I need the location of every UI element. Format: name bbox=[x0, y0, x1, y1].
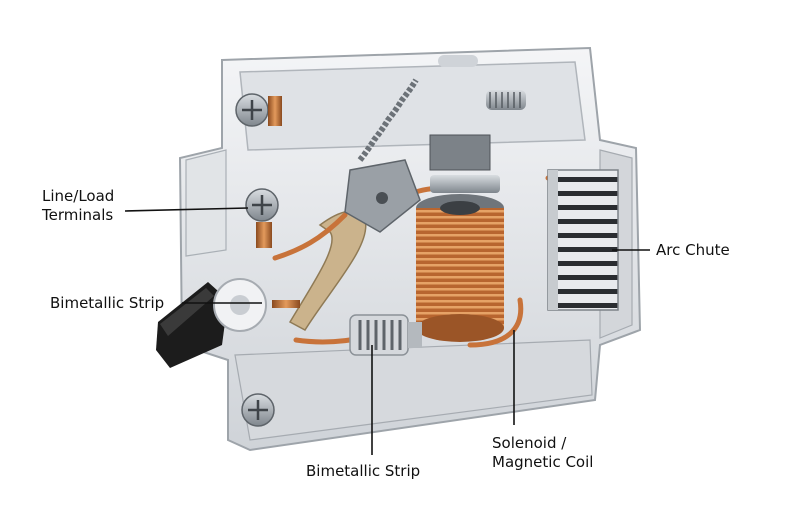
latch-mechanism bbox=[344, 134, 500, 233]
bottom-terminal-screw bbox=[241, 393, 275, 427]
leader-line-load bbox=[124, 207, 249, 212]
label-line-load-line2: Terminals bbox=[42, 206, 114, 224]
label-bimetallic-strip-left: Bimetallic Strip bbox=[50, 294, 165, 312]
solenoid-coil bbox=[416, 194, 504, 342]
label-solenoid-magnetic-coil: Solenoid / Magnetic Coil bbox=[492, 434, 593, 472]
trip-spring bbox=[357, 78, 526, 162]
arc-chute bbox=[547, 169, 619, 311]
top-terminal-screw bbox=[235, 93, 282, 127]
label-arc-chute: Arc Chute bbox=[656, 241, 730, 259]
leader-lines bbox=[124, 207, 650, 455]
label-solenoid-line1: Solenoid / bbox=[492, 434, 567, 452]
label-line-load-terminals: Line/Load Terminals bbox=[42, 187, 114, 225]
operating-lever bbox=[156, 278, 267, 368]
label-line-load-line1: Line/Load bbox=[42, 187, 115, 205]
label-bimetallic-strip-bottom: Bimetallic Strip bbox=[306, 462, 421, 480]
bottom-spring bbox=[349, 314, 422, 356]
label-solenoid-line2: Magnetic Coil bbox=[492, 453, 594, 471]
line-load-terminal-screw bbox=[245, 188, 279, 248]
breaker-housing bbox=[178, 46, 642, 452]
